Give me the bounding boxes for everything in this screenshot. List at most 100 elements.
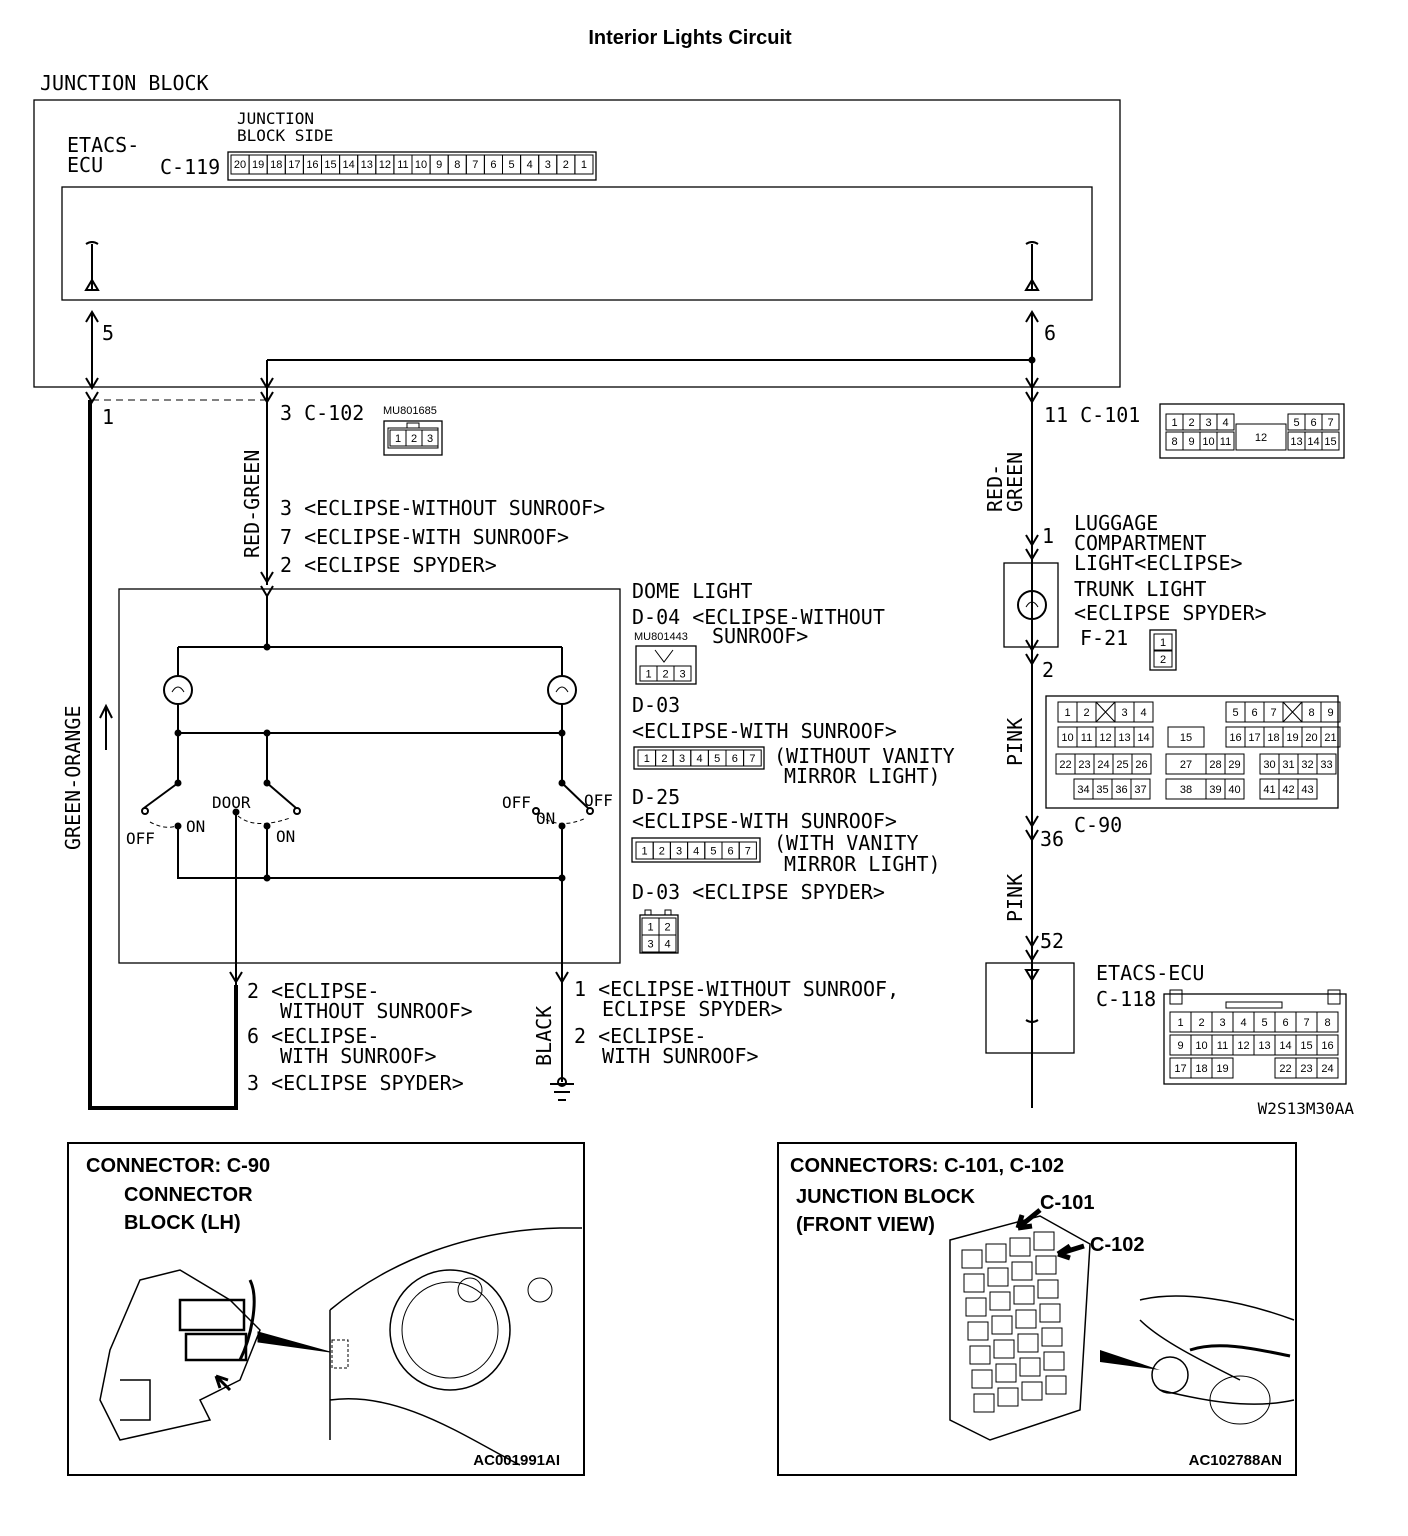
switch-on-right: ON bbox=[536, 809, 555, 828]
c90-pin-15-cell bbox=[1167, 726, 1205, 748]
c90-pin-26-cell bbox=[1131, 753, 1152, 775]
c101-pin-1-label: 1 bbox=[1171, 417, 1177, 429]
junction-block-fuse-slot bbox=[1041, 1327, 1063, 1347]
diagram-title: Interior Lights Circuit bbox=[588, 27, 792, 49]
c118-pin-24-cell bbox=[1316, 1057, 1339, 1079]
c90-pin-3-label: 3 bbox=[1121, 707, 1127, 719]
c119-pin-9-label: 9 bbox=[436, 159, 442, 171]
junction-block-fuse-slot bbox=[995, 1363, 1017, 1383]
switch-off-left: OFF bbox=[126, 829, 155, 848]
c90-pin-34-label: 34 bbox=[1077, 784, 1089, 796]
c119-pin-14-label: 14 bbox=[343, 159, 355, 171]
c119-pin-5-label: 5 bbox=[508, 159, 514, 171]
d03-sunroof-label: <ECLIPSE-WITH SUNROOF> bbox=[632, 719, 897, 743]
c90-blank-blank-mark bbox=[1282, 701, 1303, 723]
c118-pin-16-label: 16 bbox=[1321, 1040, 1333, 1052]
junction-block-fuse-slot bbox=[973, 1393, 995, 1413]
d25-pin-5-label: 5 bbox=[710, 845, 716, 857]
bottom-left-note-3: 6 <ECLIPSE- bbox=[247, 1024, 379, 1048]
d04-pin-3-label: 3 bbox=[679, 668, 685, 680]
green-orange-label: GREEN-ORANGE bbox=[61, 706, 85, 851]
switch-off-right-1: OFF bbox=[502, 793, 531, 812]
c90-pin-14-cell bbox=[1133, 726, 1154, 748]
c90-pin-19-label: 19 bbox=[1286, 732, 1298, 744]
d25-pin-4-label: 4 bbox=[693, 845, 699, 857]
c102-pin-3-cell bbox=[421, 429, 439, 447]
trunk-light-label: TRUNK LIGHT bbox=[1074, 577, 1206, 601]
c118-pin-12-label: 12 bbox=[1237, 1040, 1249, 1052]
c102-pin-3-label: 3 bbox=[427, 433, 433, 445]
c101-pin-10-label: 10 bbox=[1202, 436, 1214, 448]
c102-part-number: MU801685 bbox=[383, 405, 437, 417]
junction-block-outline bbox=[33, 99, 1121, 388]
junction-block-fuse-slot bbox=[985, 1243, 1007, 1263]
c90-pin-9-cell bbox=[1320, 701, 1341, 723]
c102-label: 3 C-102 bbox=[280, 401, 364, 425]
panel-left-label-2: BLOCK (LH) bbox=[124, 1212, 241, 1234]
panel-c101-c102-location: CONNECTORS: C-101, C-102 JUNCTION BLOCK … bbox=[777, 1142, 1297, 1476]
bottom-mid-note-2: ECLIPSE SPYDER> bbox=[602, 997, 783, 1021]
d25-pin-6-label: 6 bbox=[728, 845, 734, 857]
d03-spyder-pin-4-label: 4 bbox=[664, 938, 670, 950]
switch-on-mid: ON bbox=[276, 827, 295, 846]
c90-pin-28-label: 28 bbox=[1209, 759, 1221, 771]
c118-pin-4-label: 4 bbox=[1240, 1017, 1246, 1029]
c90-pin-36: 36 bbox=[1040, 827, 1064, 851]
c90-pin-4-label: 4 bbox=[1140, 707, 1146, 719]
black-wire-label: BLACK bbox=[532, 1006, 556, 1066]
junction-block-fuse-slot bbox=[1021, 1381, 1043, 1401]
c101-pin-5-label: 5 bbox=[1293, 417, 1299, 429]
d03-pin-7-cell bbox=[743, 749, 762, 767]
c101-pin-13-label: 13 bbox=[1290, 436, 1302, 448]
c101-pin-4-cell bbox=[1216, 413, 1235, 431]
c90-pin-21-label: 21 bbox=[1324, 732, 1336, 744]
c101-pin-12-cell bbox=[1235, 423, 1287, 451]
junction-block-fuse-slot bbox=[987, 1267, 1009, 1287]
pink-label-1: PINK bbox=[1003, 718, 1027, 766]
panel-right-c102: C-102 bbox=[1090, 1234, 1144, 1256]
junction-block-fuse-slot bbox=[1013, 1285, 1035, 1305]
d04-label: D-04 <ECLIPSE-WITHOUT bbox=[632, 605, 885, 629]
c90-pin-10-label: 10 bbox=[1061, 732, 1073, 744]
f21-pin-1-cell bbox=[1153, 633, 1173, 651]
d25-pin-2-label: 2 bbox=[659, 845, 665, 857]
panel-c90-location: CONNECTOR: C-90 CONNECTOR BLOCK (LH) AC0… bbox=[67, 1142, 585, 1476]
c90-pin-23-label: 23 bbox=[1078, 759, 1090, 771]
figure-code: W2S13M30AA bbox=[1258, 1099, 1355, 1118]
c90-pin-24-label: 24 bbox=[1097, 759, 1109, 771]
c101-pin-11-label: 11 bbox=[1220, 436, 1231, 448]
d25-sunroof-label: <ECLIPSE-WITH SUNROOF> bbox=[632, 809, 897, 833]
c90-pin-16-label: 16 bbox=[1229, 732, 1241, 744]
junction-block-fuse-slot bbox=[969, 1345, 991, 1365]
c101-pin-3-label: 3 bbox=[1205, 417, 1211, 429]
c101-pin-7-cell bbox=[1321, 413, 1340, 431]
c90-pin-26-label: 26 bbox=[1135, 759, 1147, 771]
c90-pin-6-label: 6 bbox=[1251, 707, 1257, 719]
junction-block-fuse-slot bbox=[1011, 1261, 1033, 1281]
junction-block-fuse-slot bbox=[1009, 1237, 1031, 1257]
c119-pin-4-label: 4 bbox=[527, 159, 533, 171]
d03-note-1: (WITHOUT VANITY bbox=[774, 744, 955, 768]
bottom-mid-note-3: 2 <ECLIPSE- bbox=[574, 1024, 706, 1048]
etacs-ecu-label-2: ECU bbox=[67, 153, 103, 177]
luggage-pin-1: 1 bbox=[1042, 524, 1054, 548]
d03-spyder-label: D-03 <ECLIPSE SPYDER> bbox=[632, 880, 885, 904]
c90-pin-27-label: 27 bbox=[1180, 759, 1192, 771]
junction-block-fuse-slot bbox=[1043, 1351, 1065, 1371]
junction-block-fuse-slot bbox=[989, 1291, 1011, 1311]
junction-block-fuse-slot bbox=[967, 1321, 989, 1341]
panel-right-title: CONNECTORS: C-101, C-102 bbox=[790, 1155, 1064, 1177]
luggage-pin-2: 2 bbox=[1042, 658, 1054, 682]
junction-block-fuse-slot bbox=[965, 1297, 987, 1317]
c101-pin-11-cell bbox=[1216, 431, 1235, 451]
c101-pin-6-label: 6 bbox=[1310, 417, 1316, 429]
red-green-left-label: RED-GREEN bbox=[240, 450, 264, 558]
c119-pin-2-label: 2 bbox=[563, 159, 569, 171]
f21-label: F-21 bbox=[1080, 626, 1128, 650]
d03-label: D-03 bbox=[632, 693, 680, 717]
c90-pin-20-label: 20 bbox=[1305, 732, 1317, 744]
